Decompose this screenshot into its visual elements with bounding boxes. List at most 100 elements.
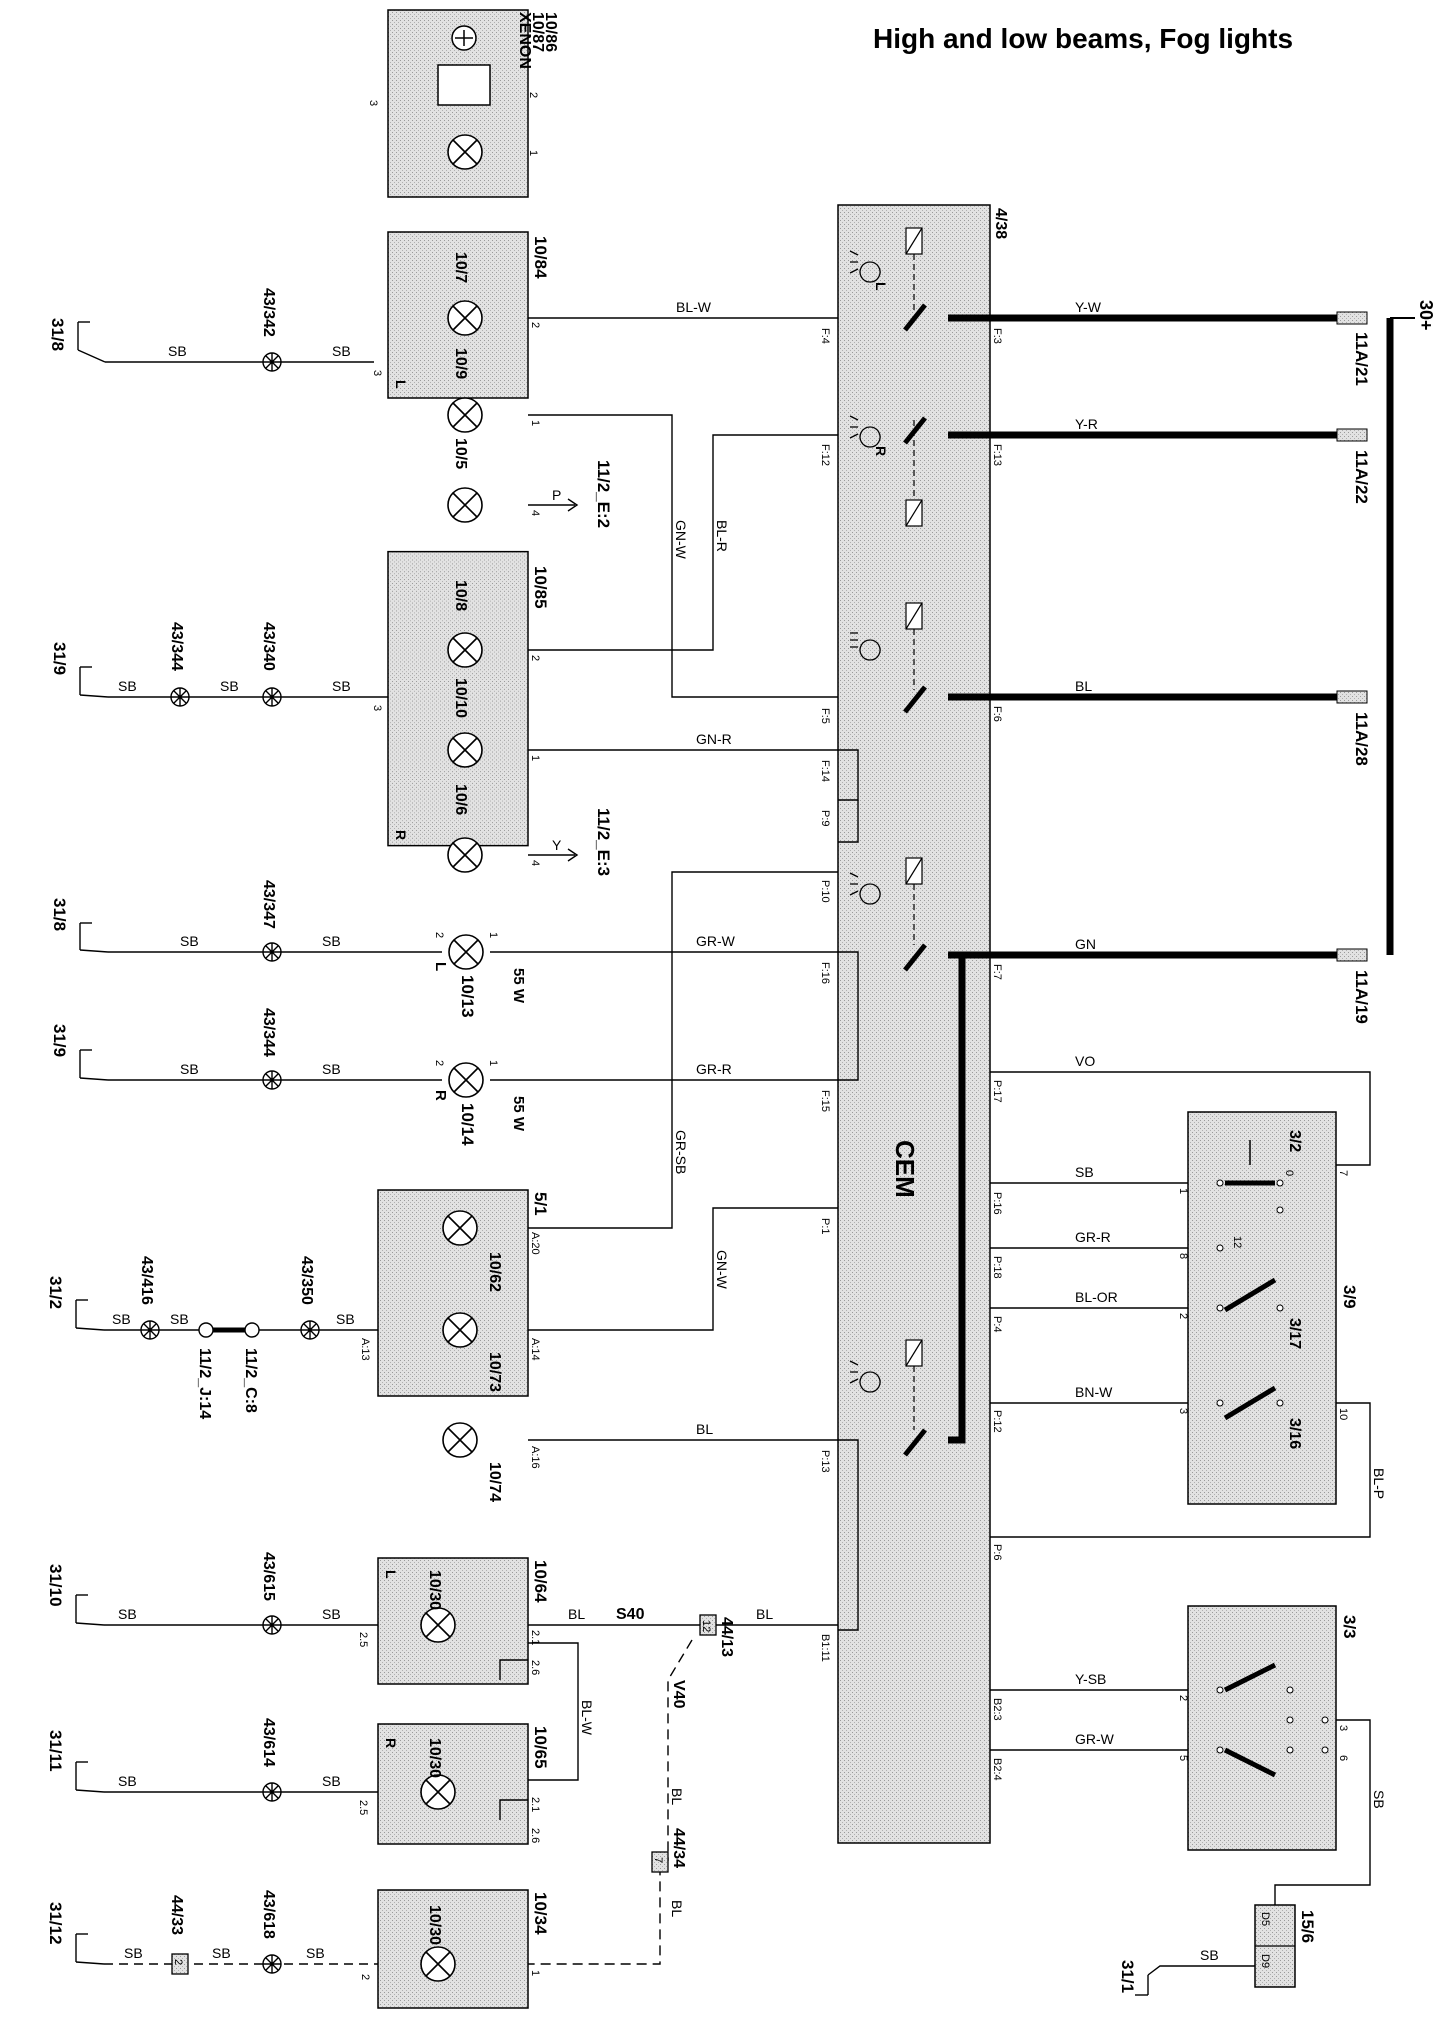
fuse-11a-28-label: 11A/28 bbox=[1352, 712, 1371, 766]
wire-bl-p: BL-P bbox=[1371, 1468, 1387, 1499]
cem-id: 4/38 bbox=[992, 208, 1009, 239]
wire-p: P bbox=[552, 487, 561, 503]
connector-44-33 bbox=[171, 1953, 189, 1975]
ref-e2: 11/2_E:2 bbox=[594, 460, 613, 528]
connector-boxes bbox=[171, 1614, 717, 1975]
wire-vo: VO bbox=[1075, 1053, 1095, 1069]
wire-s40: S40 bbox=[616, 1606, 645, 1623]
wire-sb-20: SB bbox=[212, 1945, 231, 1961]
pin-64-26: 2.6 bbox=[529, 1660, 541, 1675]
wire-bl-4: BL bbox=[756, 1606, 773, 1622]
cem-pin-b2-4: B2:4 bbox=[991, 1758, 1003, 1781]
sw33-pin-5: 5 bbox=[1177, 1755, 1189, 1761]
wire-gn-w-2: GN-W bbox=[714, 1250, 730, 1290]
cem-relay-coils bbox=[905, 227, 923, 1367]
bulb-10-74 bbox=[442, 1422, 478, 1458]
wire-sb-6: SB bbox=[180, 933, 199, 949]
splice-43-344b-label: 43/344 bbox=[260, 1008, 277, 1057]
wire-y: Y bbox=[552, 837, 562, 853]
pin-65-25: 2.5 bbox=[357, 1800, 369, 1815]
conn-pin-2: 2 bbox=[172, 1959, 184, 1965]
wire-sb-14: SB bbox=[118, 1606, 137, 1622]
splice-43-347-label: 43/347 bbox=[260, 880, 277, 929]
pin-64-25: 2.5 bbox=[357, 1632, 369, 1647]
ground-31-1: 31/1 bbox=[1118, 1960, 1137, 1993]
wire-sb-10: SB bbox=[1075, 1164, 1094, 1180]
sw33-pin-2: 2 bbox=[1177, 1695, 1189, 1701]
cem-pin-f5: F:5 bbox=[819, 708, 831, 724]
pin-5-1-a16: A:16 bbox=[529, 1446, 541, 1469]
cem-pin-p9: P:9 bbox=[819, 810, 831, 827]
module-15-6-id: 15/6 bbox=[1298, 1910, 1317, 1943]
connector-44-34 bbox=[651, 1851, 669, 1873]
sw33-pin-3: 3 bbox=[1337, 1725, 1349, 1731]
module-15-6-d9: D9 bbox=[1259, 1954, 1271, 1968]
splice-43-618-label: 43/618 bbox=[260, 1890, 277, 1939]
lamp-unit-10-64-id: 10/64 bbox=[531, 1560, 550, 1603]
bulb-10-62 bbox=[442, 1210, 478, 1246]
connector-44-13 bbox=[699, 1614, 717, 1636]
wire-gn-w: GN-W bbox=[673, 520, 689, 560]
switch-3-3-internals bbox=[1216, 1662, 1329, 1778]
module-15-6-d5: D5 bbox=[1259, 1912, 1271, 1926]
lamp-unit-10-85-id: 10/85 bbox=[531, 566, 550, 609]
pin-85-2: 2 bbox=[529, 655, 541, 661]
lamp-10-13-pin-1: 1 bbox=[487, 932, 499, 938]
cem-pin-b2-3: B2:3 bbox=[991, 1698, 1003, 1721]
lamp-unit-10-85-side: R bbox=[393, 830, 409, 840]
wire-sb-16: SB bbox=[118, 1773, 137, 1789]
xenon-pin-1: 1 bbox=[527, 150, 539, 156]
pin-84-1: 1 bbox=[529, 420, 541, 426]
lamp-10-14-id: 10/14 bbox=[458, 1103, 477, 1146]
pin-34-1: 1 bbox=[529, 1970, 541, 1976]
wire-gr-r: GR-R bbox=[696, 1061, 732, 1077]
lamp-unit-10-65-side: R bbox=[383, 1738, 399, 1748]
bulb-10-6 bbox=[447, 837, 483, 873]
cem-pin-f13: F:13 bbox=[991, 444, 1003, 466]
cem-pin-p17: P:17 bbox=[991, 1080, 1003, 1103]
wire-bl-w-2: BL-W bbox=[579, 1700, 595, 1736]
lamp-10-14-side: R bbox=[432, 1090, 449, 1101]
wire-gr-r-2: GR-R bbox=[1075, 1229, 1111, 1245]
xenon-pin-3: 3 bbox=[367, 100, 379, 106]
cem-pin-p13: P:13 bbox=[819, 1450, 831, 1473]
pin-64-21: 2.1 bbox=[529, 1630, 541, 1645]
splice-43-340-label: 43/340 bbox=[260, 622, 277, 671]
lamp-10-13-side: L bbox=[432, 962, 449, 971]
pin-84-2: 2 bbox=[529, 322, 541, 328]
bulb-10-30-rear bbox=[420, 1946, 456, 1982]
wire-sb-8: SB bbox=[180, 1061, 199, 1077]
pin-5-1-a13: A:13 bbox=[359, 1338, 371, 1361]
ground-31-10: 31/10 bbox=[46, 1564, 65, 1607]
switch-3-2-label: 3/2 bbox=[1286, 1130, 1303, 1152]
connector-11-2 bbox=[198, 1322, 260, 1338]
bulb-10-5-label: 10/5 bbox=[452, 438, 469, 469]
wire-sb-17: SB bbox=[322, 1773, 341, 1789]
splice-43-416 bbox=[140, 1320, 160, 1340]
bulb-10-62-label: 10/62 bbox=[486, 1252, 503, 1292]
cem-label: CEM bbox=[890, 1140, 920, 1198]
wire-y-w: Y-W bbox=[1075, 299, 1102, 315]
splice-43-344-label: 43/344 bbox=[168, 622, 185, 671]
lamp-unit-5-1-id: 5/1 bbox=[531, 1192, 550, 1216]
cem-lamp-icons bbox=[849, 250, 881, 1393]
pin-85-4: 4 bbox=[529, 860, 541, 866]
bulb-10-14 bbox=[448, 1062, 484, 1098]
wire-bl-or: BL-OR bbox=[1075, 1289, 1118, 1305]
lamp-10-13-id: 10/13 bbox=[458, 975, 477, 1018]
reference-arrows bbox=[555, 498, 579, 862]
bulb-10-30-l-label: 10/30 bbox=[426, 1570, 443, 1610]
bulb-10-8 bbox=[447, 632, 483, 668]
wire-sb-2: SB bbox=[332, 343, 351, 359]
bulb-xenon bbox=[447, 134, 483, 170]
bulb-10-7-label: 10/7 bbox=[452, 252, 469, 283]
ground-31-9-a: 31/9 bbox=[50, 642, 69, 675]
wire-sb-3: SB bbox=[118, 678, 137, 694]
pin-65-26: 2.6 bbox=[529, 1828, 541, 1843]
supply-bus bbox=[948, 314, 1394, 1444]
lamp-unit-10-65-id: 10/65 bbox=[531, 1726, 550, 1769]
bulb-10-30-rear-label: 10/30 bbox=[426, 1905, 443, 1945]
ground-31-12: 31/12 bbox=[46, 1902, 65, 1945]
splice-43-347 bbox=[262, 942, 282, 962]
pin-85-1: 1 bbox=[529, 755, 541, 761]
